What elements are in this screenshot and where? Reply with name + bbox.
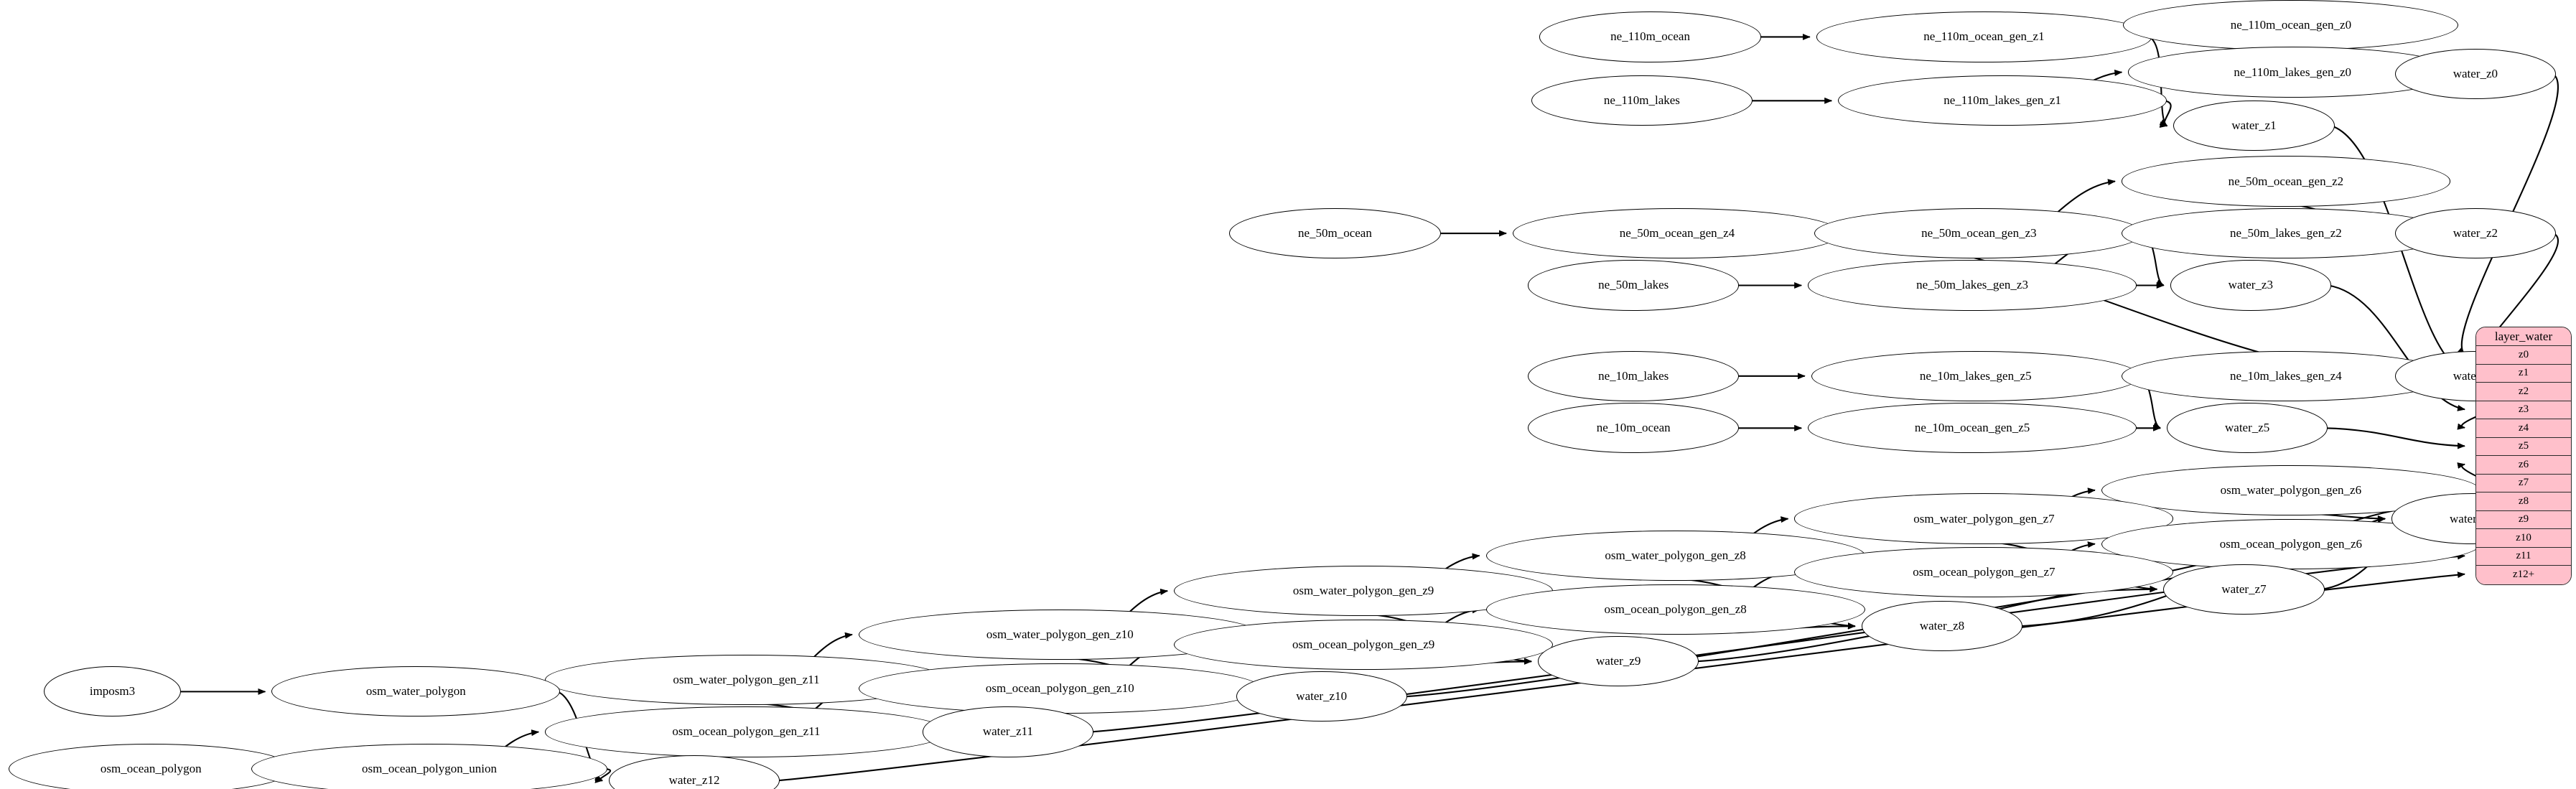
layer-table-row-z11[interactable]: z11 — [2476, 547, 2571, 566]
node-label: osm_water_polygon — [365, 684, 466, 699]
edge-osm_ocean_polygon_union-to-water_z12 — [594, 767, 611, 783]
node-label: osm_ocean_polygon_gen_z7 — [1913, 565, 2055, 579]
graph-node-ne_110m_ocean[interactable]: ne_110m_ocean — [1539, 11, 1761, 62]
layer-table-header: layer_water — [2476, 327, 2571, 346]
graph-node-ne_10m_ocean[interactable]: ne_10m_ocean — [1528, 403, 1740, 454]
node-label: osm_ocean_polygon_gen_z9 — [1292, 637, 1435, 651]
layer-table-row-z9[interactable]: z9 — [2476, 510, 2571, 529]
graph-node-ne_10m_lakes[interactable]: ne_10m_lakes — [1528, 350, 1740, 401]
node-label: water_z7 — [2221, 582, 2267, 596]
graph-node-water_z0[interactable]: water_z0 — [2394, 48, 2556, 99]
node-label: water_z8 — [1919, 619, 1965, 633]
node-label: water_z1 — [2231, 118, 2277, 133]
node-label: osm_ocean_polygon_union — [362, 761, 497, 775]
graph-node-osm_ocean_polygon_gen_z7[interactable]: osm_ocean_polygon_gen_z7 — [1794, 547, 2174, 598]
layer-table-row-z12plus[interactable]: z12+ — [2476, 566, 2571, 584]
node-label: water_z5 — [2225, 421, 2270, 435]
node-label: ne_50m_lakes_gen_z3 — [1916, 278, 2028, 292]
node-label: ne_110m_lakes_gen_z0 — [2234, 65, 2352, 79]
graph-node-ne_110m_lakes_gen_z1[interactable]: ne_110m_lakes_gen_z1 — [1838, 75, 2167, 126]
edge-water_z3-to-layer_water-z3 — [2328, 284, 2465, 411]
layer-table-row-z0[interactable]: z0 — [2476, 346, 2571, 365]
layer-table-row-z10[interactable]: z10 — [2476, 529, 2571, 548]
layer-table-row-z1[interactable]: z1 — [2476, 364, 2571, 383]
node-label: water_z9 — [1596, 654, 1641, 668]
layer-table-row-z5[interactable]: z5 — [2476, 437, 2571, 456]
graph-node-water_z9[interactable]: water_z9 — [1538, 636, 1699, 687]
node-label: ne_10m_ocean_gen_z5 — [1914, 421, 2030, 435]
node-label: ne_50m_ocean_gen_z4 — [1619, 226, 1735, 240]
graph-node-water_z3[interactable]: water_z3 — [2170, 260, 2331, 311]
node-label: ne_50m_lakes_gen_z2 — [2229, 226, 2342, 240]
edge-water_z11-to-layer_water-z11 — [1090, 553, 2465, 733]
graph-node-ne_50m_lakes_gen_z3[interactable]: ne_50m_lakes_gen_z3 — [1808, 260, 2137, 311]
node-label: ne_10m_ocean — [1596, 421, 1671, 435]
node-label: ne_50m_ocean — [1297, 226, 1372, 240]
node-label: ne_110m_ocean — [1610, 29, 1690, 44]
graph-node-ne_50m_ocean[interactable]: ne_50m_ocean — [1229, 207, 1441, 259]
layer-table-row-z6[interactable]: z6 — [2476, 456, 2571, 475]
graph-node-ne_50m_ocean_gen_z4[interactable]: ne_50m_ocean_gen_z4 — [1513, 207, 1842, 259]
node-label: water_z12 — [668, 773, 720, 788]
graph-node-water_z10[interactable]: water_z10 — [1236, 671, 1407, 722]
graph-node-osm_ocean_polygon[interactable]: osm_ocean_polygon — [8, 743, 294, 789]
layer-table-row-z3[interactable]: z3 — [2476, 401, 2571, 419]
node-label: water_z2 — [2453, 226, 2498, 240]
node-label: osm_ocean_polygon_gen_z11 — [672, 724, 821, 739]
graph-node-water_z2[interactable]: water_z2 — [2394, 207, 2556, 259]
node-label: osm_water_polygon_gen_z7 — [1913, 511, 2055, 526]
graph-node-osm_ocean_polygon_gen_z10[interactable]: osm_ocean_polygon_gen_z10 — [859, 663, 1261, 714]
node-label: ne_110m_ocean_gen_z1 — [1923, 29, 2045, 44]
graph-node-ne_50m_lakes[interactable]: ne_50m_lakes — [1528, 260, 1740, 311]
node-label: ne_110m_ocean_gen_z0 — [2230, 18, 2352, 32]
layer-table-row-z8[interactable]: z8 — [2476, 492, 2571, 511]
node-label: water_z3 — [2228, 278, 2273, 292]
graph-node-osm_ocean_polygon_gen_z11[interactable]: osm_ocean_polygon_gen_z11 — [545, 706, 948, 757]
graph-node-osm_ocean_polygon_union[interactable]: osm_ocean_polygon_union — [251, 743, 607, 789]
graph-node-water_z11[interactable]: water_z11 — [922, 706, 1094, 757]
node-label: ne_10m_lakes_gen_z5 — [1919, 368, 2032, 383]
layer-table-row-z4[interactable]: z4 — [2476, 419, 2571, 438]
node-label: osm_water_polygon_gen_z10 — [986, 627, 1134, 641]
node-label: ne_110m_lakes_gen_z1 — [1943, 93, 2061, 108]
graph-node-water_z5[interactable]: water_z5 — [2167, 403, 2328, 454]
graph-node-ne_110m_ocean_gen_z1[interactable]: ne_110m_ocean_gen_z1 — [1816, 11, 2152, 62]
graph-node-water_z7[interactable]: water_z7 — [2163, 564, 2325, 615]
node-label: osm_water_polygon_gen_z11 — [673, 672, 820, 686]
node-label: water_z11 — [982, 724, 1033, 739]
graph-node-ne_50m_ocean_gen_z3[interactable]: ne_50m_ocean_gen_z3 — [1814, 207, 2144, 259]
node-label: osm_water_polygon_gen_z9 — [1292, 584, 1434, 598]
node-label: water_z10 — [1296, 689, 1348, 704]
graph-node-osm_ocean_polygon_gen_z9[interactable]: osm_ocean_polygon_gen_z9 — [1174, 619, 1554, 670]
graph-node-ne_10m_lakes_gen_z5[interactable]: ne_10m_lakes_gen_z5 — [1811, 350, 2140, 401]
layer-table-row-z7[interactable]: z7 — [2476, 474, 2571, 492]
graph-node-water_z8[interactable]: water_z8 — [1861, 601, 2023, 652]
node-label: ne_110m_lakes — [1603, 93, 1680, 108]
graph-node-water_z1[interactable]: water_z1 — [2173, 101, 2335, 151]
graph-node-imposm3[interactable]: imposm3 — [43, 666, 182, 717]
graph-node-ne_50m_ocean_gen_z2[interactable]: ne_50m_ocean_gen_z2 — [2121, 156, 2450, 207]
node-label: ne_50m_ocean_gen_z3 — [1921, 226, 2037, 240]
graph-node-osm_water_polygon[interactable]: osm_water_polygon — [271, 666, 561, 717]
node-label: osm_ocean_polygon_gen_z6 — [2219, 536, 2363, 551]
node-label: osm_ocean_polygon_gen_z10 — [985, 681, 1134, 695]
node-label: osm_ocean_polygon — [100, 761, 202, 775]
node-label: osm_water_polygon_gen_z8 — [1605, 548, 1746, 562]
node-label: imposm3 — [89, 684, 136, 699]
graph-node-ne_10m_ocean_gen_z5[interactable]: ne_10m_ocean_gen_z5 — [1808, 403, 2137, 454]
node-label: osm_water_polygon_gen_z6 — [2220, 482, 2362, 497]
node-label: ne_50m_lakes — [1598, 278, 1669, 292]
node-label: water_z0 — [2453, 66, 2498, 80]
node-label: ne_50m_ocean_gen_z2 — [2228, 174, 2344, 188]
edge-ne_110m_lakes_gen_z1-to-water_z1 — [2159, 100, 2172, 128]
graph-node-ne_110m_ocean_gen_z0[interactable]: ne_110m_ocean_gen_z0 — [2123, 0, 2459, 51]
graph-node-ne_110m_lakes[interactable]: ne_110m_lakes — [1531, 75, 1753, 126]
node-label: ne_10m_lakes_gen_z4 — [2229, 368, 2342, 383]
node-label: osm_ocean_polygon_gen_z8 — [1604, 602, 1747, 616]
edge-water_z5-to-layer_water-z5 — [2325, 427, 2465, 449]
layer-table-row-z2[interactable]: z2 — [2476, 383, 2571, 401]
node-label: ne_10m_lakes — [1598, 368, 1669, 383]
graph-node-osm_ocean_polygon_gen_z8[interactable]: osm_ocean_polygon_gen_z8 — [1485, 584, 1865, 635]
